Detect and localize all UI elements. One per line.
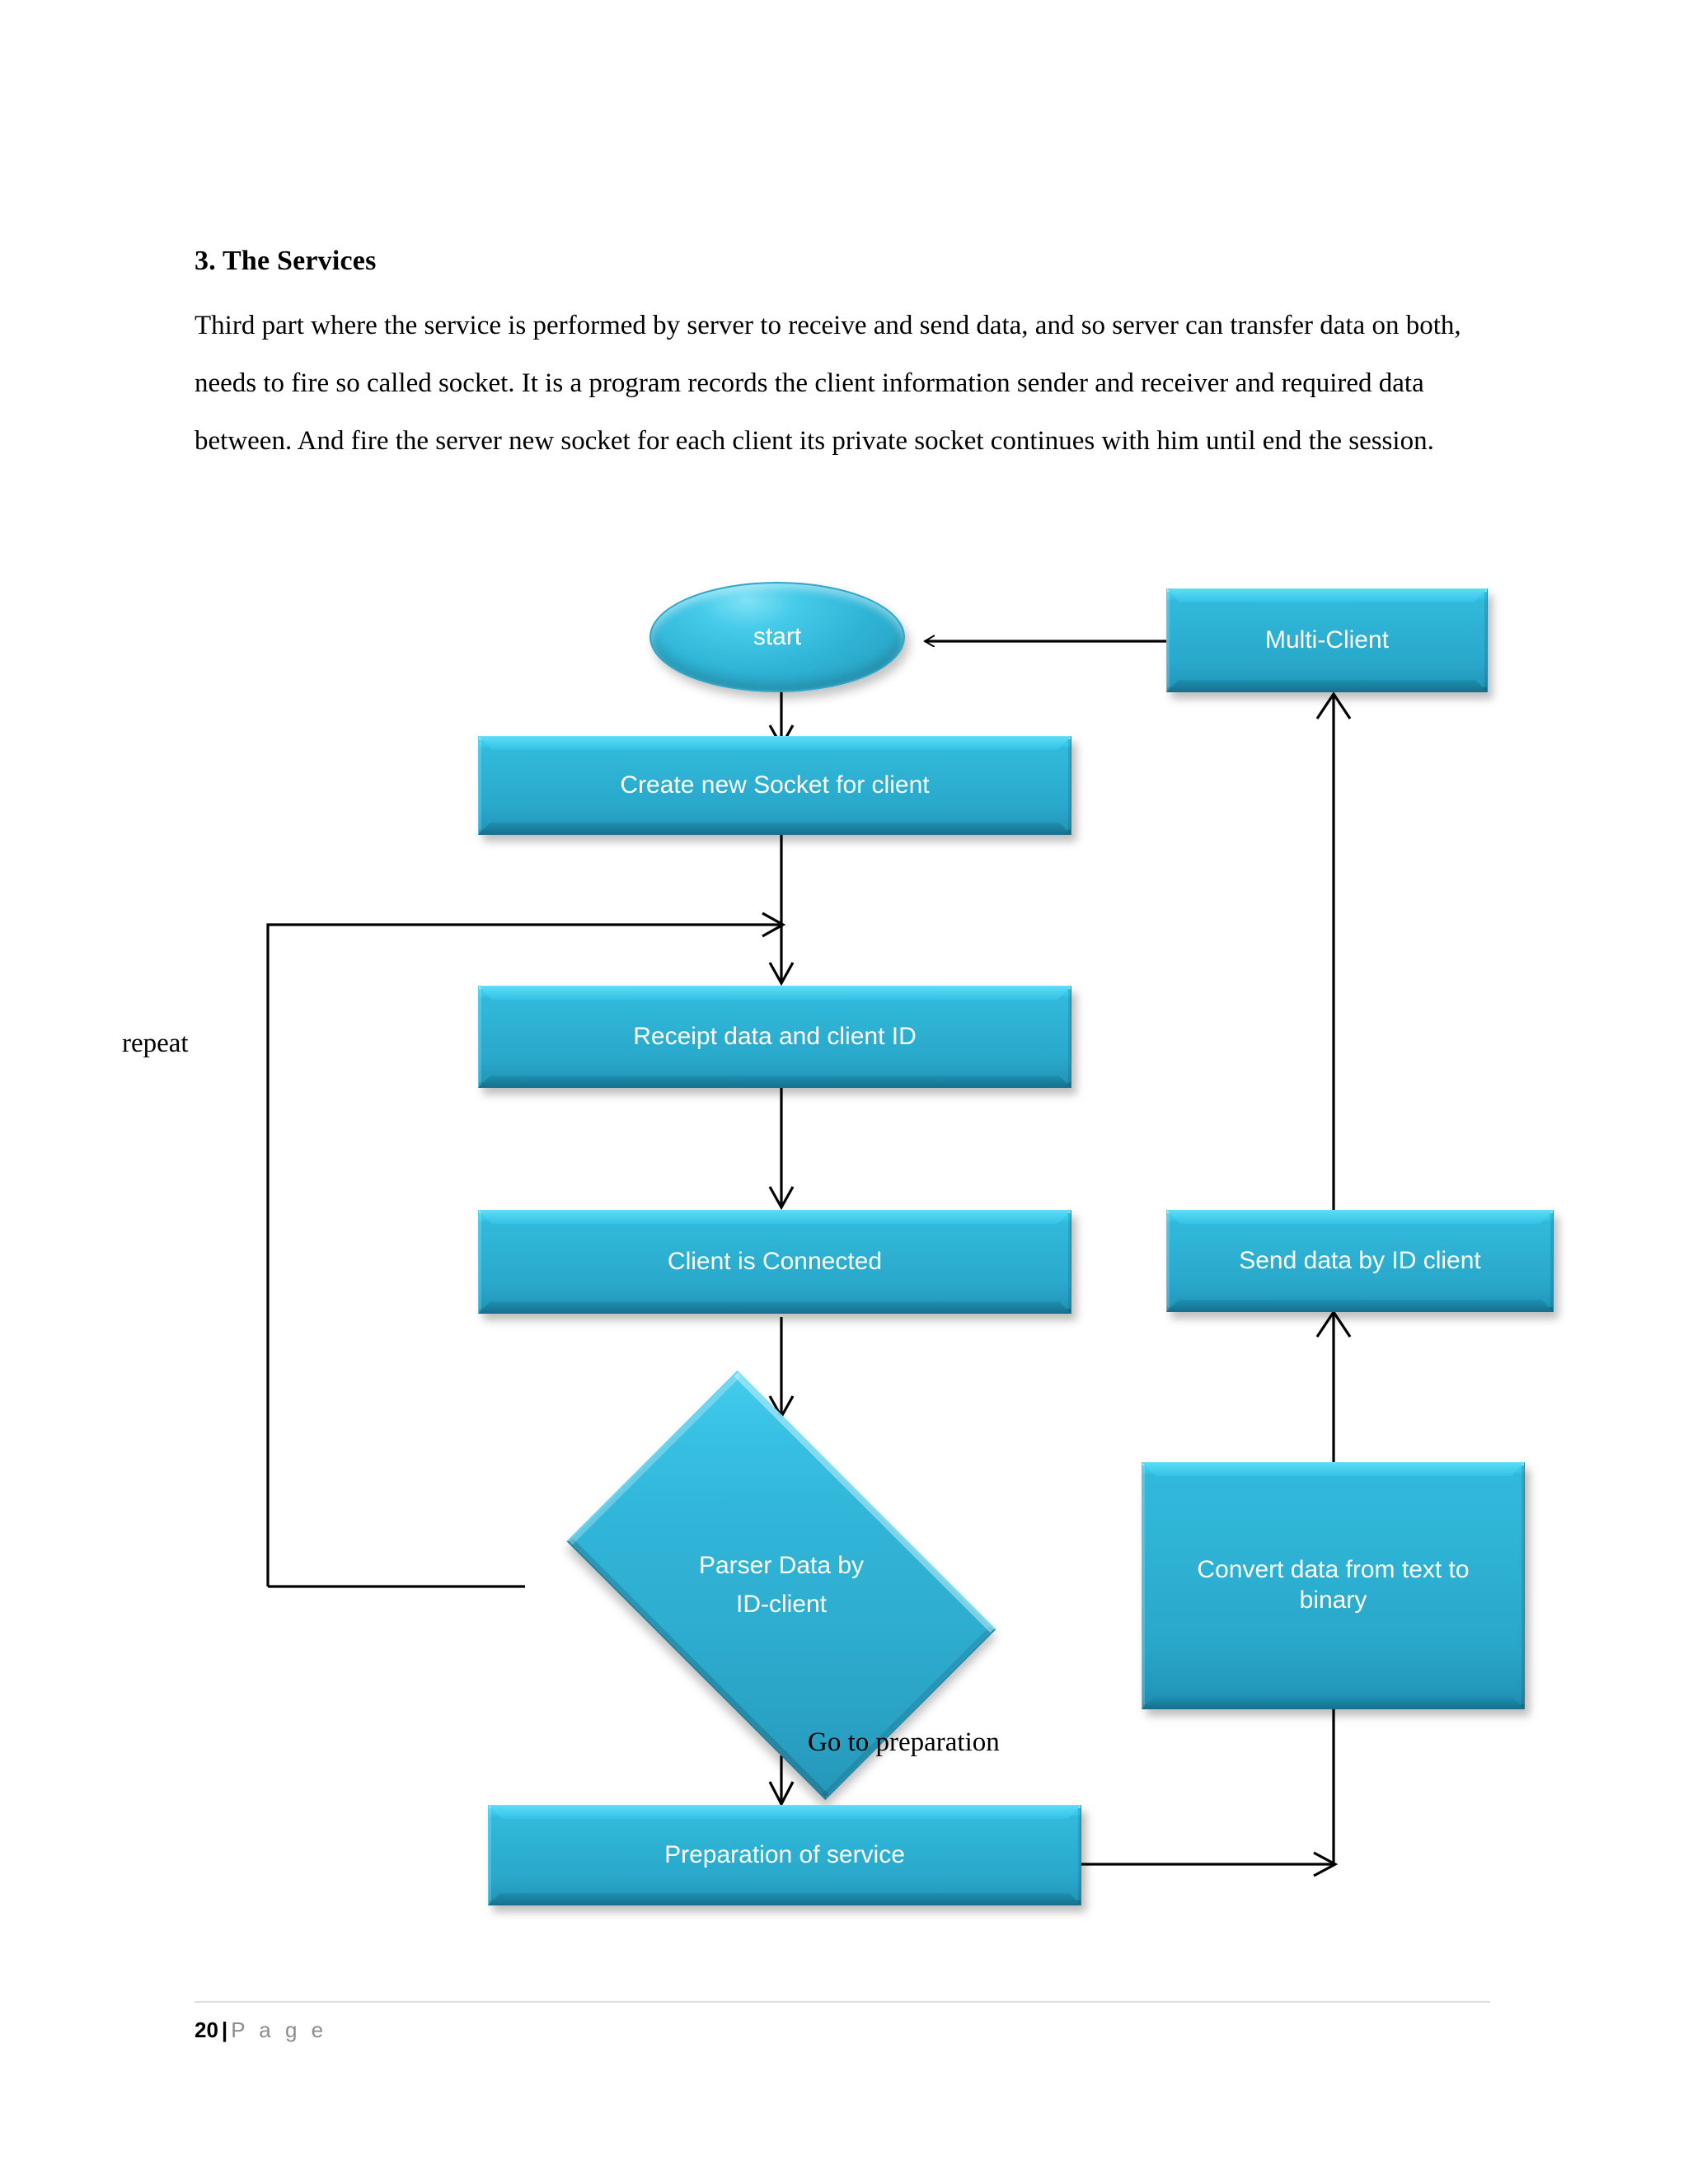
heading-number: 3 [195, 246, 209, 276]
footer-separator: | [221, 2018, 228, 2042]
node-multi-client[interactable]: Multi-Client [1166, 588, 1488, 692]
node-convert-data-line2: binary [1299, 1586, 1367, 1614]
edge-parser-to-preparation-arrowhead [768, 1781, 795, 1807]
body-paragraph: Third part where the service is performe… [195, 311, 1461, 456]
page-title: 3. The Services [195, 246, 377, 277]
node-convert-data-line1: Convert data from text to [1197, 1556, 1470, 1584]
node-create-socket[interactable]: Create new Socket for client [478, 736, 1071, 835]
heading-text: . The Services [209, 246, 377, 276]
edge-create-socket-to-receipt-arrowhead [768, 962, 795, 987]
footer-page-word: P a g e [231, 2018, 328, 2042]
node-start[interactable]: start [649, 582, 905, 692]
node-multi-client-label: Multi-Client [1264, 626, 1390, 654]
node-start-label: start [753, 622, 802, 650]
footer-divider [195, 2001, 1490, 2003]
node-preparation-label: Preparation of service [664, 1840, 905, 1868]
node-client-connected[interactable]: Client is Connected [478, 1210, 1071, 1314]
node-create-socket-label: Create new Socket for client [620, 771, 930, 799]
footer-page-indicator: 20|P a g e [195, 2018, 327, 2043]
node-client-connected-label: Client is Connected [667, 1247, 883, 1275]
node-parser-data[interactable]: Parser Data by ID-client [566, 1370, 996, 1801]
edge-label-go-to-preparation: Go to preparation [808, 1727, 1000, 1757]
footer-page-number: 20 [195, 2018, 218, 2042]
edge-convert-to-send-arrowhead [1315, 1310, 1352, 1338]
node-convert-data-label: Convert data from text to binary [1185, 1555, 1480, 1615]
node-convert-data[interactable]: Convert data from text to binary [1142, 1462, 1525, 1709]
edge-repeat-loop-arrowhead [762, 912, 786, 938]
node-preparation[interactable]: Preparation of service [488, 1805, 1081, 1905]
edge-send-to-multiclient-arrowhead [1315, 691, 1352, 719]
node-receipt-data-label: Receipt data and client ID [633, 1022, 917, 1050]
node-send-data-label: Send data by ID client [1239, 1246, 1481, 1274]
edge-receipt-to-connected-arrowhead [768, 1186, 795, 1211]
edge-repeat-loop [266, 923, 781, 1586]
node-send-data[interactable]: Send data by ID client [1166, 1210, 1554, 1312]
node-receipt-data[interactable]: Receipt data and client ID [478, 986, 1071, 1088]
edge-label-repeat: repeat [122, 1029, 189, 1058]
edge-preparation-to-convert-arrowhead-right [1313, 1851, 1339, 1877]
